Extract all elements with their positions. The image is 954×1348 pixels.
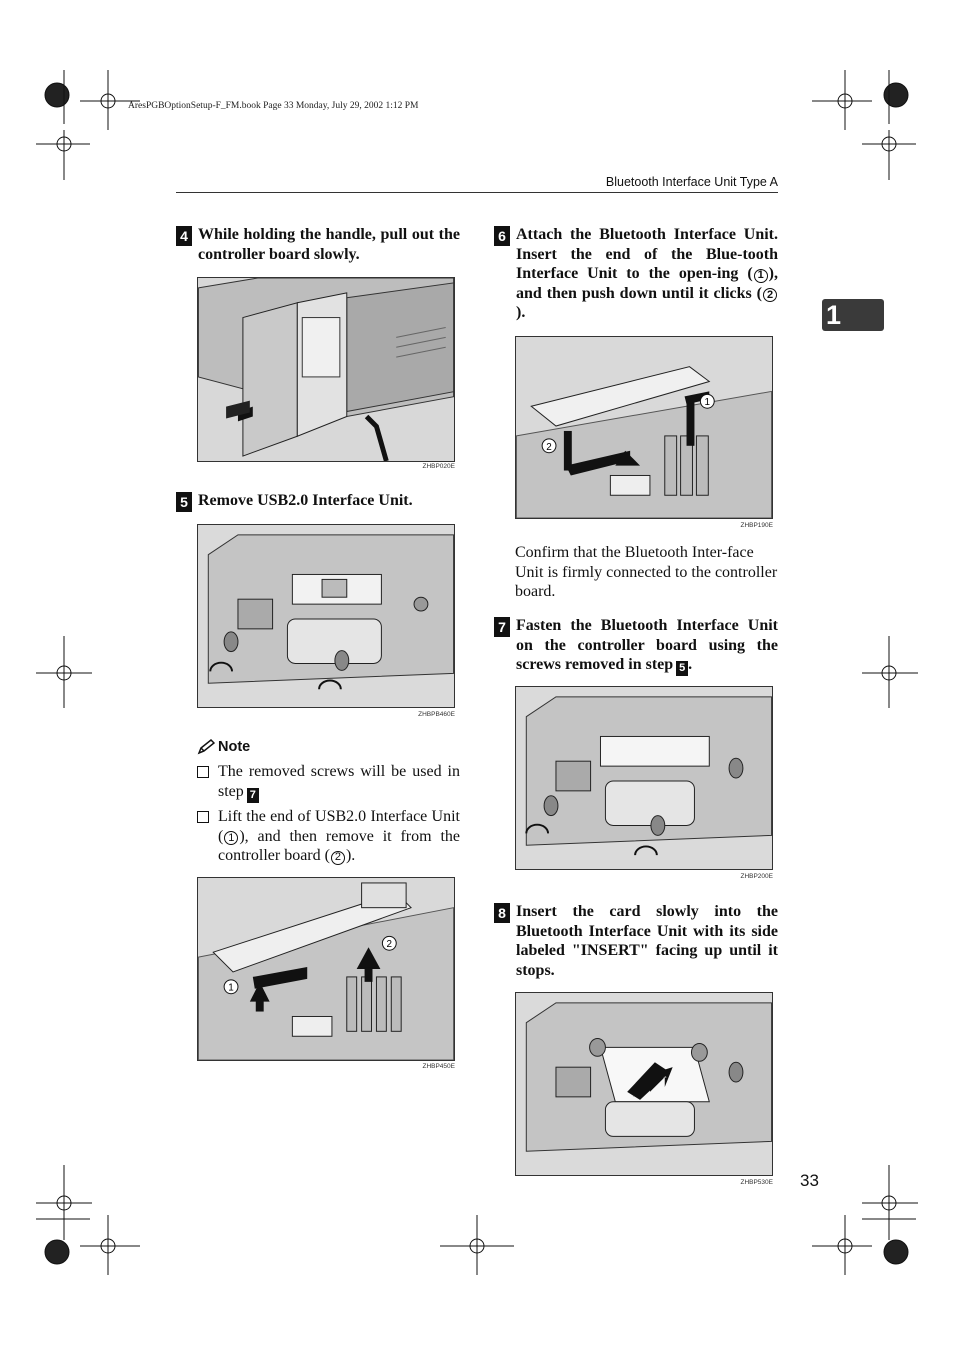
pencil-icon <box>197 739 215 755</box>
step-6: 6 Attach the Bluetooth Interface Unit. I… <box>494 225 778 323</box>
step-ref-badge: 5 <box>676 661 689 677</box>
callout-label: 1 <box>705 397 711 408</box>
figure-remove-usb <box>197 524 455 708</box>
circled-number: 2 <box>330 850 345 865</box>
figure-lift-usb: 1 2 <box>197 877 455 1061</box>
illustration <box>516 993 772 1175</box>
illustration <box>198 525 454 707</box>
callout-label: 2 <box>387 939 393 950</box>
note-item-text: ). <box>345 847 356 864</box>
confirm-paragraph: Confirm that the Bluetooth Inter-face Un… <box>515 544 778 600</box>
step-4: 4 While holding the handle, pull out the… <box>176 225 460 264</box>
illustration <box>516 687 772 869</box>
note-item-text: Lift the end of USB2.0 Interface Unit ( <box>218 808 460 845</box>
figure-code: ZHBP200E <box>740 873 773 880</box>
step-5: 5 Remove USB2.0 Interface Unit. <box>176 491 460 512</box>
circled-number: 1 <box>753 268 768 283</box>
circled-number: 1 <box>224 831 239 845</box>
step-badge: 7 <box>494 617 510 637</box>
step-text: Fasten the Bluetooth Interface Unit on t… <box>516 617 778 673</box>
step-badge: 8 <box>494 903 510 923</box>
step-text: Remove USB2.0 Interface Unit. <box>198 492 413 509</box>
figure-insert-card <box>515 992 773 1176</box>
step-text: ), and then push down until it clicks ( <box>516 265 778 302</box>
chapter-tab: 1 <box>822 299 884 331</box>
figure-pull-out-board <box>197 277 455 462</box>
note-item-text: ), and then remove it from the controlle… <box>218 827 460 865</box>
callout-label: 1 <box>228 983 234 994</box>
step-text: Attach the Bluetooth Interface Unit. Ins… <box>516 226 778 282</box>
circled-number: 2 <box>763 288 777 302</box>
illustration: 1 2 <box>516 337 772 518</box>
note-heading: Note <box>197 739 250 755</box>
step-8: 8 Insert the card slowly into the Blueto… <box>494 902 778 980</box>
step-text: Insert the card slowly into the Bluetoot… <box>516 903 778 979</box>
step-badge: 5 <box>176 492 192 512</box>
header-rule <box>176 192 778 193</box>
file-header: AresPGBOptionSetup-F_FM.book Page 33 Mon… <box>128 101 419 111</box>
step-text: While holding the handle, pull out the c… <box>198 226 460 263</box>
figure-code: ZHBPB460E <box>418 711 455 718</box>
figure-code: ZHBP450E <box>422 1063 455 1070</box>
running-head: Bluetooth Interface Unit Type A <box>605 175 778 189</box>
figure-fasten-screws <box>515 686 773 870</box>
checkbox-bullet-icon <box>197 766 209 778</box>
note-item-text: The removed screws will be used in step <box>218 763 460 800</box>
figure-code: ZHBP190E <box>740 522 773 529</box>
step-text: . <box>688 656 693 673</box>
illustration <box>198 278 454 461</box>
step-text: ). <box>516 304 526 321</box>
step-badge: 6 <box>494 226 510 246</box>
note-item: Lift the end of USB2.0 Interface Unit (1… <box>197 807 460 866</box>
figure-attach-bluetooth: 1 2 <box>515 336 773 519</box>
page-number: 33 <box>800 1171 819 1190</box>
step-7: 7 Fasten the Bluetooth Interface Unit on… <box>494 616 778 677</box>
callout-label: 2 <box>546 442 552 453</box>
checkbox-bullet-icon <box>197 811 209 823</box>
illustration: 1 2 <box>198 878 454 1060</box>
step-badge: 4 <box>176 226 192 246</box>
step-ref-badge: 7 <box>246 787 259 803</box>
note-title: Note <box>218 739 251 755</box>
figure-code: ZHBP020E <box>422 463 455 470</box>
figure-code: ZHBP530E <box>740 1179 773 1186</box>
